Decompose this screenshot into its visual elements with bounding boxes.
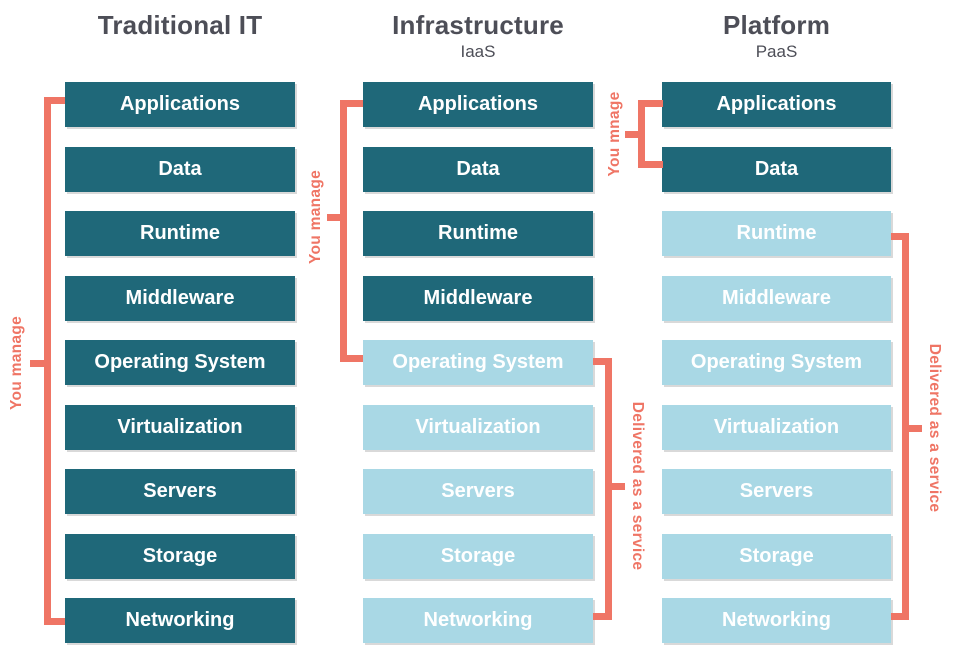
bracket-line [30,360,44,367]
bracket-traditional-you-manage: You manage [8,97,75,625]
traditional-box-operating-system: Operating System [65,340,295,385]
column-header-platform: Platform PaaS [662,10,891,62]
stack-column-paas: Applications Data Runtime Middleware Ope… [662,82,891,655]
bracket-line [340,100,363,107]
column-subtitle [65,42,295,43]
bracket-line [625,131,638,138]
column-title: Traditional IT [97,10,263,40]
bracket-paas-delivered-as-a-service: Delivered as a service [891,233,957,620]
column-header-traditional-it: Traditional IT [65,10,295,43]
traditional-box-runtime: Runtime [65,211,295,256]
traditional-box-networking: Networking [65,598,295,643]
column-subtitle: PaaS [755,42,798,61]
iaas-box-runtime: Runtime [363,211,593,256]
paas-box-storage: Storage [662,533,891,579]
bracket-line [44,618,65,625]
paas-box-networking: Networking [662,598,891,643]
bracket-line [44,97,65,104]
bracket-line [340,355,363,362]
bracket-line [327,214,340,221]
bracket-iaas-you-manage: You manage [307,100,367,362]
bracket-line [593,358,612,365]
iaas-box-networking: Networking [363,598,593,643]
traditional-box-applications: Applications [65,82,295,127]
paas-box-applications: Applications [662,82,891,127]
bracket-iaas-delivered-as-a-service: Delivered as a service [593,358,653,620]
paas-box-data: Data [662,146,891,192]
iaas-box-operating-system: Operating System [363,340,593,385]
bracket-line [340,100,347,362]
traditional-box-storage: Storage [65,533,295,579]
iaas-box-storage: Storage [363,533,593,579]
bracket-paas-you-manage: You mnage [606,91,665,177]
traditional-box-virtualization: Virtualization [65,404,295,450]
traditional-box-data: Data [65,146,295,192]
column-title: Platform [722,10,831,40]
bracket-line [638,100,663,107]
iaas-box-virtualization: Virtualization [363,404,593,450]
iaas-box-applications: Applications [363,82,593,127]
bracket-line [891,233,909,240]
iaas-box-data: Data [363,146,593,192]
traditional-box-middleware: Middleware [65,275,295,321]
paas-box-operating-system: Operating System [662,340,891,385]
column-title: Infrastructure [392,10,564,40]
bracket-line [605,358,612,620]
bracket-line [612,483,625,490]
column-subtitle: IaaS [460,42,496,61]
bracket-line [638,100,645,168]
bracket-line [902,233,909,620]
traditional-box-servers: Servers [65,469,295,514]
paas-box-middleware: Middleware [662,275,891,321]
bracket-line [638,161,663,168]
bracket-line [44,97,51,625]
bracket-line [891,613,909,620]
iaas-box-middleware: Middleware [363,275,593,321]
paas-box-virtualization: Virtualization [662,404,891,450]
paas-box-runtime: Runtime [662,211,891,256]
iaas-box-servers: Servers [363,469,593,514]
column-header-infrastructure: Infrastructure IaaS [363,10,593,62]
stack-column-iaas: Applications Data Runtime Middleware Ope… [363,82,593,655]
bracket-line [909,425,922,432]
stack-column-traditional-it: Applications Data Runtime Middleware Ope… [65,82,295,655]
paas-box-servers: Servers [662,469,891,514]
bracket-line [593,613,612,620]
